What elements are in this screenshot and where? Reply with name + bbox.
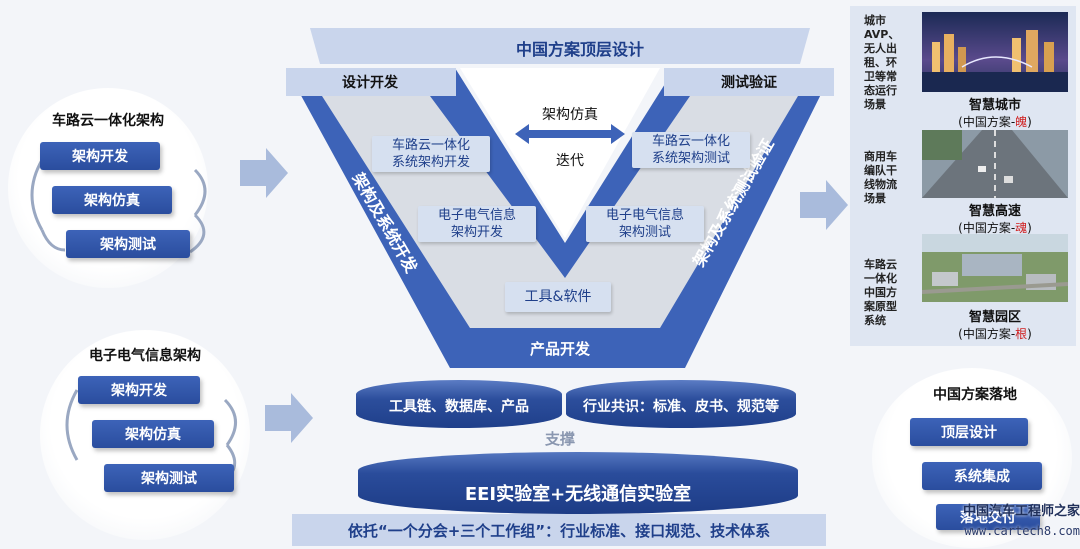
watermark-url: www.cartech8.com [964,524,1080,538]
support-footer-text: 依托“一个分会+三个工作组”：行业标准、接口规范、技术体系 [347,522,771,540]
left-bottom-item-1: 架构开发 [78,376,200,404]
v-top-banner: 中国方案顶层设计 [515,40,644,59]
v-box-tools: 工具&软件 [505,282,611,312]
left-top-item-1: 架构开发 [40,142,160,170]
v-center-bottom-label: 迭代 [556,153,584,169]
support-footer-bar [292,514,826,546]
support-cylinder-left-label: 工具链、数据库、产品 [389,399,529,415]
v-right-header: 测试验证 [721,75,777,91]
v-bottom-label: 产品开发 [529,340,590,358]
scenario-3-caption: 智慧园区 (中国方案-根) [958,310,1032,341]
v-left-header: 设计开发 [342,75,398,91]
scenario-1-caption: 智慧城市 (中国方案-魄) [958,98,1032,129]
double-arrow-icon [515,124,625,144]
support-base-label: EEI实验室+无线通信实验室 [464,484,692,505]
arrow-right-icon [800,180,848,230]
v-box-right-1: 车路云一体化 系统架构测试 [632,132,750,168]
v-box-left-1: 车路云一体化 系统架构开发 [372,136,490,172]
v-box-right-2: 电子电气信息 架构测试 [586,206,704,242]
highway-image [922,130,1068,198]
right-bottom-item-3: 落地交付 [936,504,1040,530]
support-cylinder-left [356,380,562,428]
v-center-top-label: 架构仿真 [542,107,598,123]
left-bottom-title: 电子电气信息架构 [89,348,201,364]
support-label: 支撑 [544,430,575,448]
left-top-item-2: 架构仿真 [52,186,172,214]
arrow-right-icon [240,148,288,198]
scenario-2-desc: 商用车 编队干 线物流 场景 [864,150,897,205]
support-cylinder-right-label: 行业共识：标准、皮书、规范等 [583,399,779,415]
watermark-text: 中国汽车工程师之家 [962,504,1080,519]
scenario-2-caption: 智慧高速 (中国方案-魂) [958,204,1032,235]
right-bottom-title: 中国方案落地 [933,387,1017,403]
left-top-item-3: 架构测试 [66,230,190,258]
park-aerial-image [922,234,1068,302]
arrow-right-icon [265,393,313,443]
support-cylinder-right [566,380,796,428]
left-bottom-item-3: 架构测试 [104,464,234,492]
v-box-left-2: 电子电气信息 架构开发 [418,206,536,242]
scenario-3-desc: 车路云 一体化 中国方 案原型 系统 [864,258,897,327]
left-top-cycle-arrows [30,159,207,254]
right-bottom-item-1: 顶层设计 [910,418,1028,446]
scenario-1-desc: 城市 AVP、 无人出 租、环 卫等常 态运行 场景 [864,14,900,111]
support-base-cylinder [358,452,798,514]
right-bottom-item-2: 系统集成 [922,462,1042,490]
city-night-image [922,12,1068,92]
left-bottom-item-2: 架构仿真 [92,420,214,448]
left-top-title: 车路云一体化架构 [52,113,164,129]
